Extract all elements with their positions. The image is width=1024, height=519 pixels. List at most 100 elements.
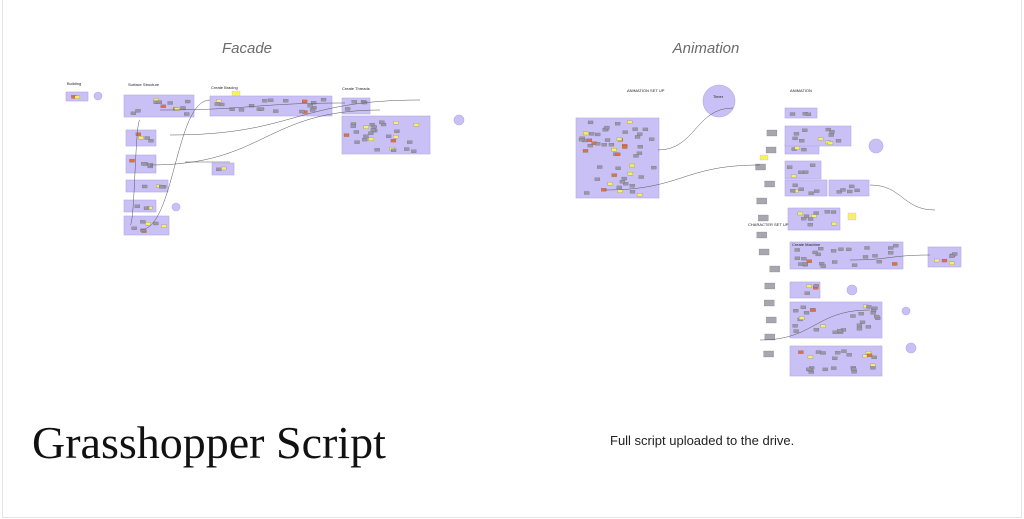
wire xyxy=(604,164,761,191)
group-label-building: Building xyxy=(67,81,81,86)
group-label-bracing: Create Bracing xyxy=(211,85,238,90)
component-node xyxy=(604,125,610,130)
component-node xyxy=(876,260,882,264)
component-node xyxy=(148,139,154,143)
input-node xyxy=(756,231,767,239)
component-node xyxy=(238,108,245,112)
input-node xyxy=(764,180,775,188)
component-node xyxy=(856,323,863,327)
input-node xyxy=(766,316,777,324)
input-node xyxy=(763,350,774,358)
component-node xyxy=(180,106,186,110)
component-node xyxy=(141,162,147,166)
component-node xyxy=(299,109,305,114)
component-node xyxy=(790,174,797,178)
component-node xyxy=(138,136,144,140)
component-node xyxy=(601,143,607,147)
component-group xyxy=(123,199,157,213)
component-node xyxy=(229,107,235,111)
component-node xyxy=(216,167,222,172)
component-node xyxy=(621,176,627,181)
group-label-anim-setup: ANIMATION SET UP xyxy=(627,88,665,93)
component-node xyxy=(941,258,948,263)
cluster-circle xyxy=(171,202,181,212)
component-node xyxy=(808,191,814,195)
input-node xyxy=(758,214,769,222)
component-node xyxy=(892,262,898,266)
component-node xyxy=(793,329,799,333)
component-node xyxy=(800,305,806,309)
component-node xyxy=(815,252,821,257)
component-node xyxy=(131,226,137,230)
input-node xyxy=(758,248,770,256)
component-node xyxy=(632,127,638,131)
component-node xyxy=(835,139,842,143)
component-node xyxy=(167,101,173,105)
input-node xyxy=(769,265,780,273)
component-node xyxy=(302,99,308,104)
component-node xyxy=(273,109,279,113)
component-node xyxy=(638,175,644,179)
group-label-surface: Surface Structure xyxy=(128,82,160,87)
component-node xyxy=(794,248,800,252)
component-node xyxy=(587,143,593,148)
component-node xyxy=(394,129,400,133)
component-node xyxy=(831,366,837,370)
component-node xyxy=(174,107,180,111)
component-node xyxy=(619,180,626,184)
component-node xyxy=(820,324,826,328)
component-node xyxy=(311,101,317,105)
component-node xyxy=(615,152,621,156)
component-node xyxy=(74,95,80,99)
component-node xyxy=(818,247,824,251)
component-node xyxy=(611,173,617,177)
component-node xyxy=(828,133,834,137)
input-node xyxy=(764,282,775,290)
component-node xyxy=(866,305,872,309)
component-node xyxy=(812,250,818,255)
component-node xyxy=(934,258,940,263)
component-node xyxy=(144,136,150,140)
component-node xyxy=(143,206,150,210)
component-node xyxy=(161,224,167,228)
component-node xyxy=(407,140,413,144)
component-node xyxy=(140,228,146,232)
component-node xyxy=(949,261,955,265)
component-node xyxy=(820,264,826,268)
component-node xyxy=(390,148,397,152)
component-node xyxy=(792,136,798,141)
component-node xyxy=(874,314,880,319)
component-node xyxy=(184,112,190,116)
component-node xyxy=(393,121,399,125)
component-node xyxy=(623,182,629,186)
component-node xyxy=(413,123,420,127)
component-node xyxy=(160,104,166,108)
input-node xyxy=(756,197,767,205)
component-group xyxy=(789,241,904,270)
component-node xyxy=(830,210,837,214)
component-node xyxy=(411,149,417,153)
animation-caption: Animation xyxy=(672,40,740,57)
component-node xyxy=(827,141,834,145)
component-node xyxy=(840,188,846,192)
component-node xyxy=(637,132,643,136)
component-node xyxy=(794,146,800,150)
component-node xyxy=(587,120,594,125)
component-node xyxy=(248,104,255,108)
group-label-timer: Timer xyxy=(713,94,724,99)
component-node xyxy=(597,165,603,169)
component-node xyxy=(820,351,826,355)
component-node xyxy=(799,139,805,143)
component-node xyxy=(846,353,852,357)
component-node xyxy=(221,166,227,171)
component-node xyxy=(810,163,816,167)
component-node xyxy=(806,259,812,263)
component-node xyxy=(379,120,385,124)
component-node xyxy=(864,246,870,250)
component-group xyxy=(784,179,828,197)
component-node xyxy=(786,165,793,169)
component-node xyxy=(817,137,824,141)
component-node xyxy=(847,189,853,194)
component-node xyxy=(390,139,397,143)
component-node xyxy=(642,127,649,132)
